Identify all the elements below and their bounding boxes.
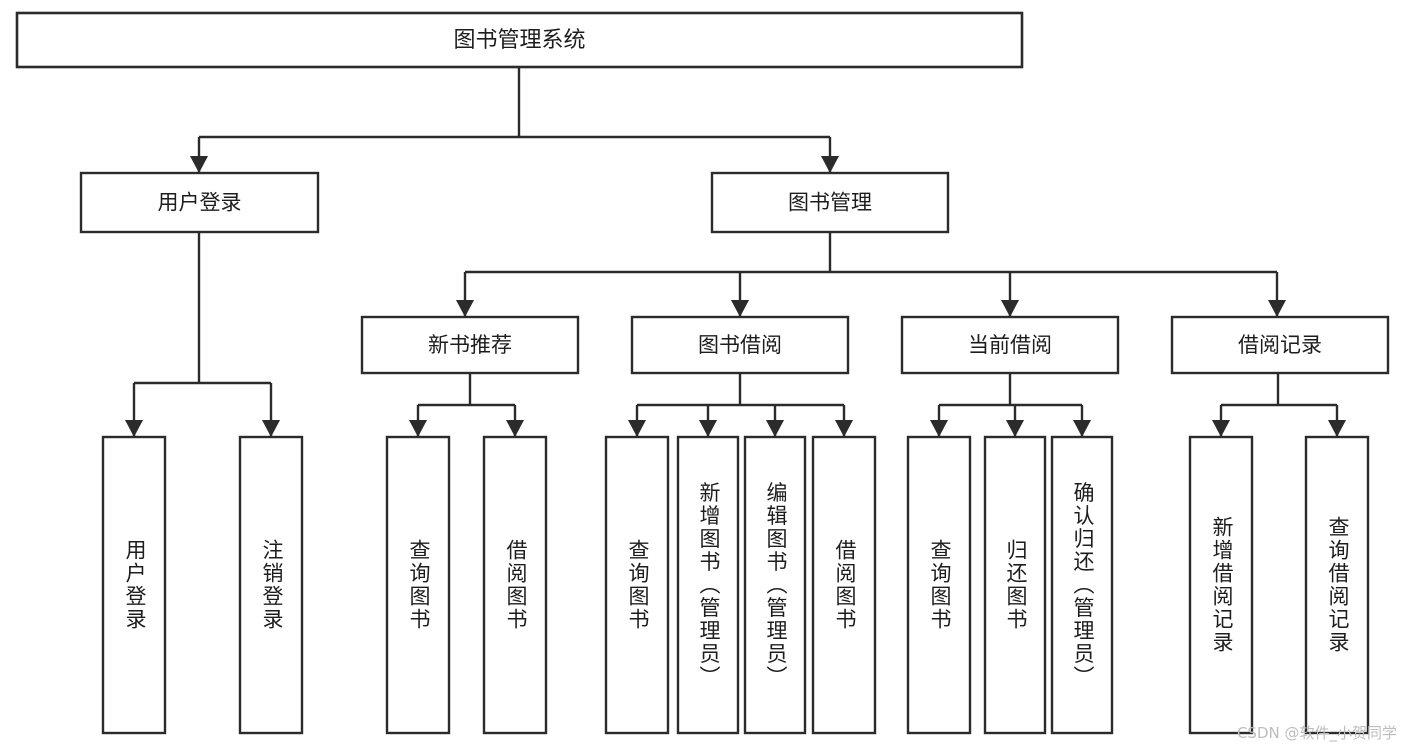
arrow-head-icon [1268, 300, 1286, 317]
node-level2-1[interactable]: 图书管理 [710, 171, 950, 234]
arrow-head-icon [1001, 300, 1019, 317]
node-leaf-8-rect [906, 435, 972, 735]
node-level3-0[interactable]: 新书推荐 [360, 315, 580, 375]
node-leaf-10-rect [1050, 435, 1114, 735]
arrow-head-icon [506, 420, 524, 437]
node-leaf-11-rect [1188, 435, 1254, 735]
node-leaf-10[interactable]: 确认归还（管理员） [1050, 435, 1114, 735]
node-level3-1-label: 图书借阅 [698, 333, 782, 357]
arrow-head-icon [766, 420, 784, 437]
node-leaf-4-rect [604, 435, 670, 735]
node-leaf-11-label: 新增借阅记录 [1210, 516, 1234, 654]
arrow-head-icon [456, 300, 474, 317]
node-level2-1-rect [710, 171, 950, 234]
node-level2-0[interactable]: 用户登录 [79, 171, 320, 234]
node-leaf-2[interactable]: 查询图书 [385, 435, 451, 735]
node-leaf-5-label: 新增图书（管理员） [697, 482, 721, 689]
node-leaf-9-rect [983, 435, 1047, 735]
node-level3-1[interactable]: 图书借阅 [630, 315, 850, 375]
arrow-head-icon [125, 420, 143, 437]
node-leaf-8-label: 查询图书 [928, 539, 952, 631]
node-leaf-3-label: 借阅图书 [504, 539, 528, 631]
arrow-head-icon [821, 156, 839, 173]
arrow-head-icon [262, 420, 280, 437]
node-root-label: 图书管理系统 [453, 28, 585, 53]
node-leaf-1-label: 注销登录 [260, 539, 284, 631]
arrow-head-icon [930, 420, 948, 437]
node-level3-3-label: 借阅记录 [1238, 333, 1322, 357]
node-leaf-5[interactable]: 新增图书（管理员） [676, 435, 740, 735]
node-leaf-12-rect [1304, 435, 1370, 735]
arrow-head-icon [731, 300, 749, 317]
csdn-watermark: CSDN @软件_小贺同学 [1236, 724, 1397, 742]
node-leaf-6-label: 编辑图书（管理员） [764, 482, 788, 689]
node-level2-1-label: 图书管理 [788, 191, 872, 215]
node-leaf-7-label: 借阅图书 [833, 539, 857, 631]
node-leaf-2-rect [385, 435, 451, 735]
node-level3-0-label: 新书推荐 [428, 333, 512, 357]
node-root-rect [15, 11, 1024, 69]
node-layer: 图书管理系统用户登录图书管理新书推荐图书借阅当前借阅借阅记录用户登录注销登录查询… [15, 11, 1390, 735]
node-level3-2[interactable]: 当前借阅 [900, 315, 1120, 375]
node-leaf-1-rect [238, 435, 304, 735]
node-level3-1-rect [630, 315, 850, 375]
node-leaf-4[interactable]: 查询图书 [604, 435, 670, 735]
arrow-head-icon [1073, 420, 1091, 437]
node-level2-0-label: 用户登录 [158, 191, 242, 215]
node-level3-0-rect [360, 315, 580, 375]
arrow-head-icon [1006, 420, 1024, 437]
node-leaf-11[interactable]: 新增借阅记录 [1188, 435, 1254, 735]
node-leaf-0[interactable]: 用户登录 [101, 435, 167, 735]
arrow-head-icon [699, 420, 717, 437]
node-level3-2-rect [900, 315, 1120, 375]
node-leaf-2-label: 查询图书 [407, 539, 431, 631]
node-level3-3[interactable]: 借阅记录 [1170, 315, 1390, 375]
node-leaf-12-label: 查询借阅记录 [1326, 516, 1350, 654]
node-leaf-9[interactable]: 归还图书 [983, 435, 1047, 735]
node-level3-2-label: 当前借阅 [968, 333, 1052, 357]
arrow-head-icon [1328, 420, 1346, 437]
node-leaf-3[interactable]: 借阅图书 [482, 435, 548, 735]
node-leaf-0-rect [101, 435, 167, 735]
node-leaf-0-label: 用户登录 [123, 539, 147, 631]
node-leaf-8[interactable]: 查询图书 [906, 435, 972, 735]
node-leaf-3-rect [482, 435, 548, 735]
connector-layer [125, 67, 1346, 437]
node-leaf-6[interactable]: 编辑图书（管理员） [743, 435, 807, 735]
node-leaf-7[interactable]: 借阅图书 [811, 435, 877, 735]
node-leaf-7-rect [811, 435, 877, 735]
node-root[interactable]: 图书管理系统 [15, 11, 1024, 69]
arrow-head-icon [1212, 420, 1230, 437]
arrow-head-icon [190, 156, 208, 173]
node-leaf-5-rect [676, 435, 740, 735]
arrow-head-icon [835, 420, 853, 437]
arrow-head-icon [628, 420, 646, 437]
node-leaf-9-label: 归还图书 [1004, 539, 1028, 631]
node-leaf-10-label: 确认归还（管理员） [1071, 482, 1095, 689]
node-leaf-1[interactable]: 注销登录 [238, 435, 304, 735]
node-leaf-12[interactable]: 查询借阅记录 [1304, 435, 1370, 735]
node-leaf-4-label: 查询图书 [626, 539, 650, 631]
node-level3-3-rect [1170, 315, 1390, 375]
arrow-head-icon [409, 420, 427, 437]
node-leaf-6-rect [743, 435, 807, 735]
node-level2-0-rect [79, 171, 320, 234]
